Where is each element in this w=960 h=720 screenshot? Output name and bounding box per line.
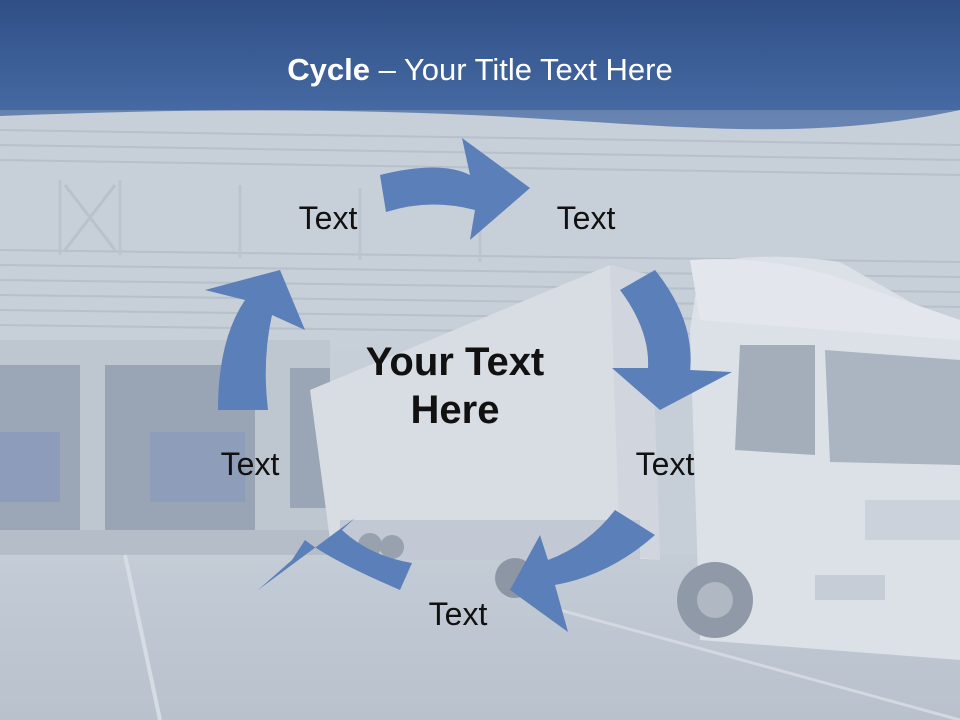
slide-title-bold: Cycle [287, 52, 370, 87]
header-band [0, 0, 960, 130]
truck-cab [677, 256, 960, 660]
cycle-label-bottom: Text [428, 596, 488, 632]
center-text-line1: Your Text [365, 340, 545, 384]
center-text-line2: Here [410, 388, 500, 432]
cycle-arrow-right [612, 270, 732, 410]
cycle-label-top-left: Text [298, 200, 358, 236]
cycle-arrow-top [380, 138, 530, 240]
cycle-arrow-bottom-left [258, 518, 412, 590]
cycle-arrow-left [205, 270, 305, 410]
slide-title-rest: – Your Title Text Here [370, 52, 673, 87]
center-text: Your Text Here [325, 338, 585, 434]
cycle-label-right: Text [635, 446, 695, 482]
cycle-label-top-right: Text [556, 200, 616, 236]
cycle-label-left: Text [220, 446, 280, 482]
cycle-arrow-bottom-right [510, 510, 655, 632]
slide-title: Cycle – Your Title Text Here [0, 52, 960, 88]
